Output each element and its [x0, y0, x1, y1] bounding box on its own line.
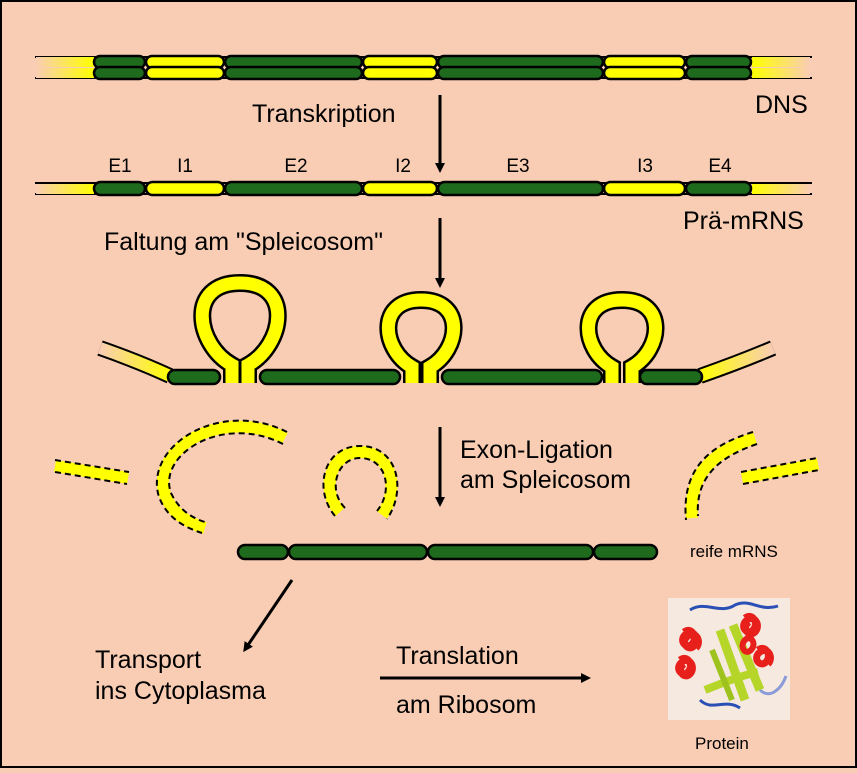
excised-lariat-2: [322, 444, 399, 520]
dna-double-strand: [35, 54, 812, 81]
segment-label-i3: I3: [637, 156, 653, 177]
segment-label-e4: E4: [708, 156, 732, 177]
excised-fragment-left: [54, 459, 130, 485]
excised-introns: [54, 419, 820, 534]
protein-label: Protein: [695, 734, 749, 753]
excised-lariat-3: [684, 431, 758, 521]
mature-mrna-label: reife mRNS: [690, 542, 778, 561]
intron-loop-3: [579, 290, 665, 383]
faltung-label: Faltung am "Spleicosom": [104, 228, 383, 256]
transkription-label: Transkription: [252, 100, 396, 128]
translation-label-1: Translation: [396, 642, 519, 670]
intron-loop-2: [379, 290, 463, 383]
exon-ligation-label-2: am Spleicosom: [460, 466, 631, 494]
dna-strand-top: [92, 54, 753, 70]
excised-lariat-1: [156, 419, 288, 534]
protein-structure-image: [668, 598, 790, 720]
translation-label-2: am Ribosom: [396, 691, 536, 719]
segment-labels: E1 I1 E2 I2 E3 I3 E4: [108, 156, 732, 177]
pre-mrna-label: Prä-mRNS: [683, 207, 804, 235]
excised-fragment-right: [740, 457, 820, 485]
segment-label-i1: I1: [177, 156, 193, 177]
segment-label-e2: E2: [284, 156, 307, 177]
pre-mrna-strand: [35, 180, 812, 197]
transport-label-2: ins Cytoplasma: [95, 677, 266, 705]
folded-pre-mrna: [97, 273, 777, 386]
intron-loop-1: [193, 273, 287, 383]
segment-label-e1: E1: [108, 156, 131, 177]
segment-label-i2: I2: [395, 156, 411, 177]
transport-label-1: Transport: [95, 646, 201, 674]
dna-strand-bottom: [92, 65, 753, 81]
transport-arrow: [243, 579, 294, 653]
exon-ligation-label-1: Exon-Ligation: [460, 436, 613, 464]
segment-label-e3: E3: [506, 156, 529, 177]
mature-mrna: [236, 543, 659, 561]
dns-label: DNS: [755, 91, 808, 119]
